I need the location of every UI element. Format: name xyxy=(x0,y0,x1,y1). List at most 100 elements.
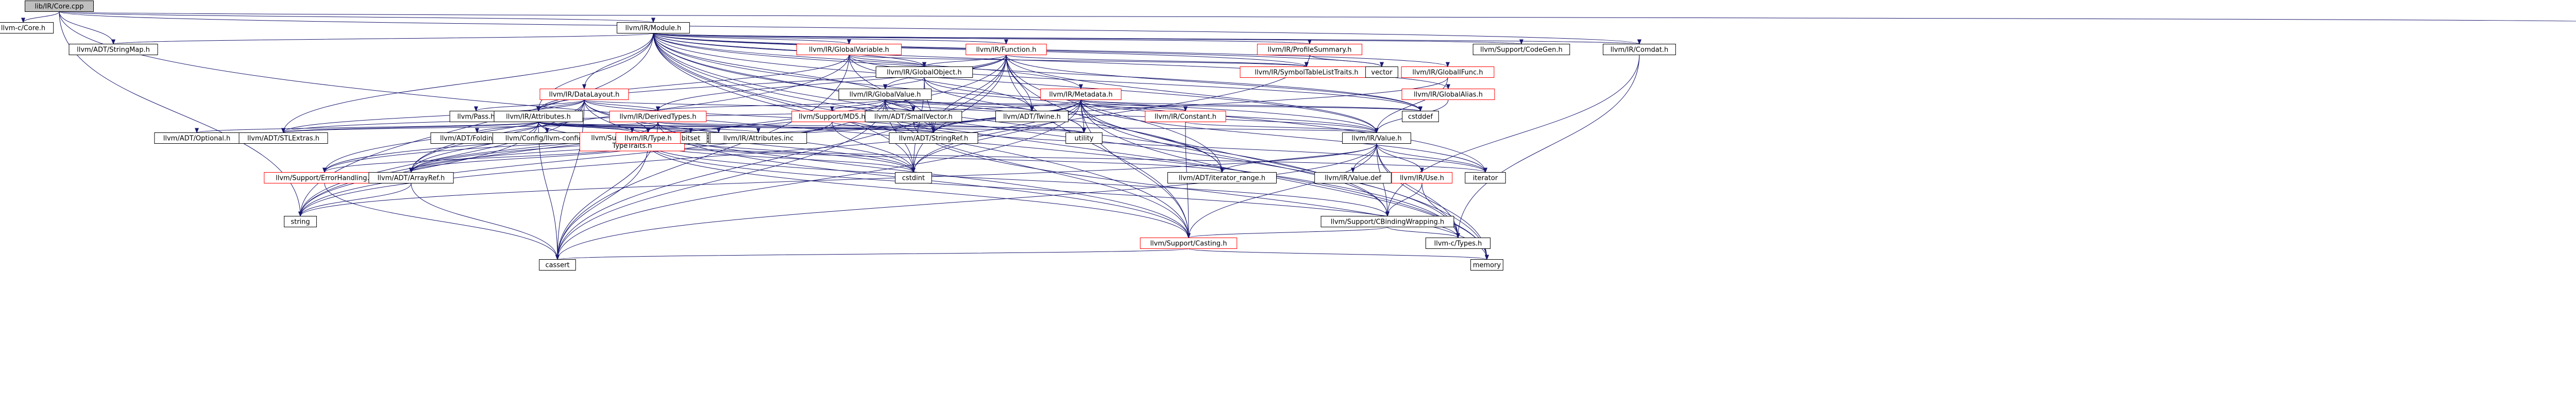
node-symtab[interactable]: llvm/IR/SymbolTableListTraits.h xyxy=(1240,66,1374,78)
node-config[interactable]: llvm/Config/llvm-config.h xyxy=(493,132,602,144)
edge-md5-to-cstdint xyxy=(832,122,916,173)
node-box-metadata xyxy=(1040,89,1122,100)
node-iterator[interactable]: iterator xyxy=(1465,172,1506,183)
node-md5[interactable]: llvm/Support/MD5.h xyxy=(791,111,873,122)
node-strmap[interactable]: llvm/ADT/StringMap.h xyxy=(69,44,158,55)
node-codegen[interactable]: llvm/Support/CodeGen.h xyxy=(1472,44,1570,55)
node-label-value: llvm/IR/Value.h xyxy=(1351,135,1401,143)
node-label-valuedef: llvm/IR/Value.def xyxy=(1325,175,1381,182)
node-string[interactable]: string xyxy=(284,216,317,227)
node-value[interactable]: llvm/IR/Value.h xyxy=(1342,132,1411,144)
node-label-smallvector: llvm/ADT/SmallVector.h xyxy=(874,113,953,121)
node-bitset[interactable]: bitset xyxy=(674,132,707,144)
node-optional[interactable]: llvm/ADT/Optional.h xyxy=(154,132,240,144)
node-comdat[interactable]: llvm/IR/Comdat.h xyxy=(1603,44,1676,55)
node-function[interactable]: llvm/IR/Function.h xyxy=(965,44,1047,55)
node-cbinding[interactable]: llvm/Support/CBindingWrapping.h xyxy=(1320,216,1454,227)
node-label-globalalias: llvm/IR/GlobalAlias.h xyxy=(1414,91,1483,99)
edge-derivedtypes-to-value xyxy=(657,122,1378,133)
node-use[interactable]: llvm/IR/Use.h xyxy=(1391,172,1453,183)
node-label-bitset: bitset xyxy=(682,135,701,143)
edge-errorhandling-to-cassert xyxy=(324,183,560,260)
node-globalalias[interactable]: llvm/IR/GlobalAlias.h xyxy=(1401,89,1495,100)
node-label-comdat: llvm/IR/Comdat.h xyxy=(1611,46,1669,54)
node-label-profsum: llvm/IR/ProfileSummary.h xyxy=(1268,46,1352,54)
edge-globalvar-to-cstddef xyxy=(849,55,1422,112)
node-type[interactable]: llvm/IR/Type.h xyxy=(615,132,681,144)
node-ctypes[interactable]: llvm-c/Types.h xyxy=(1425,238,1491,249)
node-box-type xyxy=(615,132,681,144)
node-box-constant xyxy=(1145,111,1226,122)
edge-function-to-globalobj xyxy=(922,55,1007,68)
node-smallvector[interactable]: llvm/ADT/SmallVector.h xyxy=(865,111,962,122)
edge-metadata-to-cbinding xyxy=(1080,99,1389,217)
node-errorhandling[interactable]: llvm/Support/ErrorHandling.h xyxy=(264,172,385,183)
edge-datalayout-to-smallvector xyxy=(584,99,916,112)
edge-metadata-to-iterrange xyxy=(1080,99,1224,173)
edge-function-to-cstddef xyxy=(1006,55,1422,112)
edge-function-to-cassert xyxy=(555,55,1007,260)
node-cstdint[interactable]: cstdint xyxy=(895,172,932,183)
node-label-optional: llvm/ADT/Optional.h xyxy=(163,135,231,143)
edge-derivedtypes-to-stlextras xyxy=(281,122,658,133)
node-label-attrinc: llvm/IR/Attributes.inc xyxy=(723,135,794,143)
edge-attributes-to-cstdint xyxy=(538,122,916,173)
edge-datalayout-to-stlextras xyxy=(281,99,585,133)
node-box-valuedef xyxy=(1314,172,1392,183)
node-stringref[interactable]: llvm/ADT/StringRef.h xyxy=(889,132,978,144)
node-label-cCore: llvm-c/Core.h xyxy=(1,25,45,32)
edge-globalobj-to-utility xyxy=(924,77,1086,133)
edge-type-to-casting xyxy=(648,143,1191,239)
node-attributes[interactable]: llvm/IR/Attributes.h xyxy=(494,111,583,122)
edge-root-to-debuginfo xyxy=(59,11,2576,22)
edge-metadata-to-cassert xyxy=(555,99,1081,260)
node-label-module: llvm/IR/Module.h xyxy=(625,25,682,32)
edge-module-to-datalayout xyxy=(582,33,654,90)
edge-comdat-to-cbinding xyxy=(1385,55,1640,217)
node-arrayref[interactable]: llvm/ADT/ArrayRef.h xyxy=(368,172,454,183)
node-box-cstdint xyxy=(895,172,932,183)
node-label-iterrange: llvm/ADT/iterator_range.h xyxy=(1179,175,1265,182)
node-cCore[interactable]: llvm-c/Core.h xyxy=(0,22,54,33)
node-datalayout[interactable]: llvm/IR/DataLayout.h xyxy=(539,89,629,100)
node-box-globalobj xyxy=(875,66,973,78)
edge-value-to-casting xyxy=(1187,143,1377,239)
node-twine[interactable]: llvm/ADT/Twine.h xyxy=(995,111,1069,122)
node-label-derivedtypes: llvm/IR/DerivedTypes.h xyxy=(619,113,696,121)
edge-globalifunc-to-value xyxy=(1375,77,1448,133)
edge-module-to-cstdint xyxy=(653,33,916,173)
node-label-type: llvm/IR/Type.h xyxy=(624,135,671,143)
edge-attributes-to-stringref xyxy=(538,122,936,133)
node-metadata[interactable]: llvm/IR/Metadata.h xyxy=(1040,89,1122,100)
node-label-memory: memory xyxy=(1473,262,1501,270)
node-casting[interactable]: llvm/Support/Casting.h xyxy=(1140,238,1238,249)
edge-root-to-comdat xyxy=(59,11,1641,45)
node-cassert[interactable]: cassert xyxy=(539,259,576,271)
edge-attributes-to-arrayref xyxy=(409,122,539,173)
node-valuedef[interactable]: llvm/IR/Value.def xyxy=(1314,172,1392,183)
node-globalvar[interactable]: llvm/IR/GlobalVariable.h xyxy=(796,44,902,55)
node-globalobj[interactable]: llvm/IR/GlobalObject.h xyxy=(875,66,973,78)
edge-module-to-memory xyxy=(653,33,1489,260)
node-derivedtypes[interactable]: llvm/IR/DerivedTypes.h xyxy=(609,111,707,122)
edge-module-to-globalobj xyxy=(653,33,926,68)
node-profsum[interactable]: llvm/IR/ProfileSummary.h xyxy=(1257,44,1363,55)
edge-module-to-codegen xyxy=(653,33,1523,45)
node-globalifunc[interactable]: llvm/IR/GlobalIFunc.h xyxy=(1401,66,1495,78)
node-label-cbinding: llvm/Support/CBindingWrapping.h xyxy=(1331,218,1445,226)
edge-derivedtypes-to-arrayref xyxy=(409,122,658,173)
node-utility[interactable]: utility xyxy=(1065,132,1103,144)
node-vector[interactable]: vector xyxy=(1365,66,1398,78)
node-module[interactable]: llvm/IR/Module.h xyxy=(617,22,690,33)
node-memory[interactable]: memory xyxy=(1470,259,1503,271)
edge-module-to-function xyxy=(653,33,1008,45)
node-iterrange[interactable]: llvm/ADT/iterator_range.h xyxy=(1167,172,1277,183)
node-cstddef[interactable]: cstddef xyxy=(1402,111,1439,122)
node-constant[interactable]: llvm/IR/Constant.h xyxy=(1145,111,1226,122)
node-box-cstddef xyxy=(1402,111,1439,122)
node-globalvalue[interactable]: llvm/IR/GlobalValue.h xyxy=(838,89,932,100)
node-stlextras[interactable]: llvm/ADT/STLExtras.h xyxy=(239,132,328,144)
node-attrinc[interactable]: llvm/IR/Attributes.inc xyxy=(709,132,807,144)
node-label-metadata: llvm/IR/Metadata.h xyxy=(1049,91,1112,99)
